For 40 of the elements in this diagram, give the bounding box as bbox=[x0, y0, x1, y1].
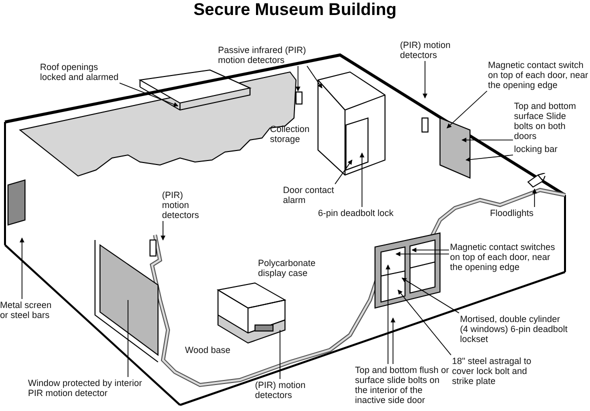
callout-text: Mortised, double cylinder (4 windows) 6-pin deadbolt lockset bbox=[460, 314, 570, 344]
leader-line bbox=[396, 252, 450, 256]
floodlight-icon bbox=[526, 173, 546, 189]
callout-text: Window protected by interior PIR motion detector bbox=[28, 378, 148, 398]
part-label: Wood base bbox=[185, 345, 232, 355]
callout-text: 6-pin deadbolt lock bbox=[318, 208, 394, 218]
leader-line bbox=[160, 220, 166, 240]
leader-line bbox=[466, 154, 514, 162]
leader-line bbox=[334, 160, 352, 184]
leader-line bbox=[306, 66, 322, 88]
leader-line bbox=[360, 152, 364, 208]
callout-text: Magnetic contact switches on top of each door, near the opening edge bbox=[450, 242, 562, 272]
callout-text: (PIR) motion detectors bbox=[162, 190, 212, 220]
callout-text: Top and bottom surface Slide bolts on both doors bbox=[514, 101, 578, 141]
title: Secure Museum Building bbox=[192, 0, 398, 20]
callout-text: Floodlights bbox=[490, 208, 534, 218]
callout-text: Roof openings locked and alarmed bbox=[40, 62, 125, 82]
leader-line bbox=[402, 278, 460, 314]
leader-line bbox=[422, 60, 428, 98]
part-label: Collection storage bbox=[270, 124, 311, 144]
leader-line bbox=[532, 188, 537, 208]
callout-text: 18" steel astragal to cover lock bolt and strike plate bbox=[452, 356, 547, 386]
leader-line bbox=[462, 138, 514, 142]
leader-line bbox=[412, 248, 450, 252]
leader-line bbox=[296, 66, 300, 92]
callout-text: locking bar bbox=[514, 144, 558, 154]
leader-line bbox=[446, 90, 488, 128]
callout-text: Magnetic contact switch on top of each door, near the opening edge bbox=[488, 60, 590, 90]
leader-line bbox=[390, 318, 396, 364]
leader-line bbox=[386, 264, 390, 364]
leader-line bbox=[119, 82, 178, 107]
callout-text: Door contact alarm bbox=[283, 185, 338, 205]
part-label: Polycarbonate display case bbox=[258, 258, 317, 278]
callout-text: Passive infrared (PIR) motion detectors bbox=[218, 45, 333, 65]
callout-text: (PIR) motion detectors bbox=[255, 380, 315, 400]
callout-text: (PIR) motion detectors bbox=[400, 40, 460, 60]
callout-text: Top and bottom flush or surface slide bolts on the interior of the inactive side door bbox=[355, 365, 450, 405]
leader-line bbox=[20, 238, 24, 300]
leader-line bbox=[398, 290, 452, 356]
callout-text: Metal screen or steel bars bbox=[0, 300, 60, 320]
